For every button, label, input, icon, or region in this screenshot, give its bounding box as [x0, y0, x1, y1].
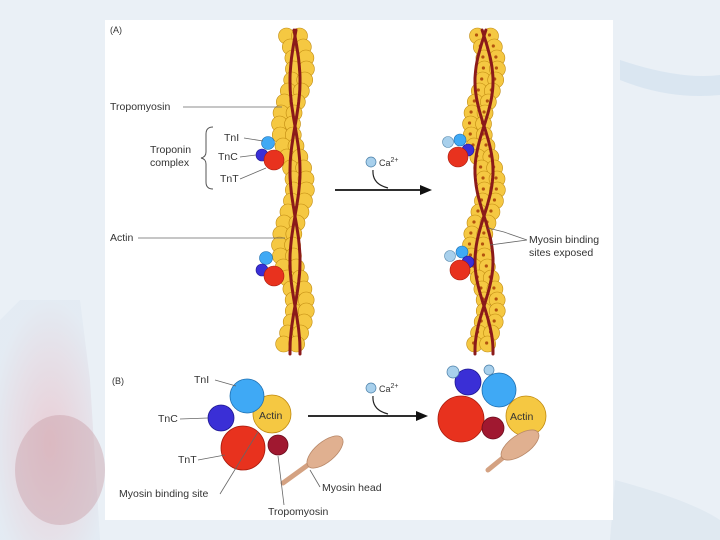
label-actin-b-left: Actin [259, 410, 283, 422]
myosin-binding-site [469, 110, 473, 114]
tni-subunit-b-right [481, 372, 517, 408]
myosin-binding-site [481, 176, 485, 180]
myosin-binding-site [467, 242, 472, 246]
myosin-binding-site [479, 165, 483, 169]
myosin-binding-site [480, 77, 484, 81]
tnt-subunit-b-right [437, 395, 485, 443]
label-troponin-complex-line1: Troponin [150, 144, 191, 156]
tnt-subunit-b-left [220, 425, 266, 471]
troponin-complex-detail-activated: Actin [437, 364, 547, 443]
myosin-binding-site [492, 319, 496, 323]
label-myosin-binding-site: Myosin binding site [119, 488, 208, 500]
label-tnc-a: TnC [218, 151, 238, 163]
myosin-binding-site [491, 44, 495, 48]
myosin-binding-site [485, 99, 489, 103]
myosin-binding-site [489, 209, 493, 213]
tnc-subunit-b-right [454, 368, 482, 396]
label-actin-b-right: Actin [510, 411, 534, 423]
myosin-binding-site [474, 33, 479, 37]
label-tnc-b: TnC [158, 413, 178, 425]
tropomyosin-b-right [481, 416, 505, 440]
myosin-binding-site [481, 187, 485, 191]
label-binding-sites-line1: Myosin binding [529, 234, 599, 246]
troponin-complex-lower-right [444, 245, 475, 281]
tni-subunit-b-left [229, 378, 265, 414]
calcium-binding-curve-a [372, 169, 389, 189]
label-tni-a: TnI [224, 132, 239, 144]
myosin-binding-site [494, 187, 498, 191]
myosin-binding-site [469, 231, 473, 235]
myosin-binding-site [494, 66, 499, 70]
myosin-head-b-left [280, 435, 344, 486]
myosin-binding-site [481, 66, 486, 70]
label-actin-a: Actin [110, 232, 134, 244]
label-tropomyosin-a: Tropomyosin [110, 101, 170, 113]
tnc-subunit-b-left [207, 404, 235, 432]
calcium-binding-curve-b [372, 395, 389, 415]
label-troponin-complex-line2: complex [150, 157, 190, 169]
calcium-bound-b-2 [483, 364, 495, 376]
myosin-binding-site [494, 308, 498, 312]
tropomyosin-strand [473, 28, 495, 356]
myosin-binding-site [484, 264, 488, 268]
myosin-head-b-right [485, 429, 540, 473]
myosin-binding-site [485, 341, 489, 345]
myosin-binding-site [468, 253, 473, 257]
tropomyosin-b-left [267, 434, 289, 456]
label-tnt-a: TnT [220, 173, 239, 185]
label-tni-b: TnI [194, 374, 209, 386]
troponin-complex-detail-relaxed: Actin [207, 378, 292, 471]
tropomyosin-strand [288, 28, 302, 356]
myosin-binding-site [482, 110, 486, 114]
panel-a-label: (A) [110, 25, 122, 35]
myosin-binding-site [487, 33, 492, 37]
myosin-binding-site [481, 253, 486, 257]
label-myosin-head: Myosin head [322, 482, 382, 494]
label-tnt-b: TnT [178, 454, 197, 466]
myosin-binding-site [480, 242, 485, 246]
myosin-binding-site [494, 297, 498, 301]
actin-monomer-b-left [252, 394, 292, 434]
calcium-ion-a [365, 156, 377, 168]
tropomyosin-strand [473, 28, 495, 356]
myosin-binding-site [494, 176, 498, 180]
tropomyosin-strand [288, 28, 302, 356]
myosin-binding-site [482, 231, 486, 235]
label-calcium-b: Ca2+ [379, 383, 399, 394]
label-calcium-a: Ca2+ [379, 157, 399, 168]
calcium-ion-b [365, 382, 377, 394]
myosin-binding-site [476, 209, 480, 213]
thin-filament-activated [462, 27, 506, 356]
myosin-binding-site [492, 198, 497, 202]
myosin-binding-site [468, 132, 472, 136]
arrow-head-a [420, 185, 432, 195]
myosin-binding-site [481, 55, 485, 59]
troponin-complex-upper-left [255, 136, 285, 171]
thin-filament-relaxed [271, 27, 315, 356]
troponin-brace [200, 126, 214, 190]
label-binding-sites-line2: sites exposed [529, 247, 593, 259]
panel-b-label: (B) [112, 376, 124, 386]
myosin-binding-site [484, 143, 488, 147]
myosin-binding-site [472, 220, 476, 224]
arrow-head-b [416, 411, 428, 421]
label-tropomyosin-b: Tropomyosin [268, 506, 328, 518]
myosin-binding-site [467, 121, 472, 125]
myosin-binding-site [492, 286, 496, 290]
troponin-complex-upper-right [442, 133, 475, 168]
troponin-complex-lower-left [255, 251, 285, 287]
myosin-binding-site [472, 99, 476, 103]
calcium-bound-b-1 [446, 365, 460, 379]
myosin-binding-site [476, 88, 480, 92]
myosin-binding-site [494, 55, 498, 59]
